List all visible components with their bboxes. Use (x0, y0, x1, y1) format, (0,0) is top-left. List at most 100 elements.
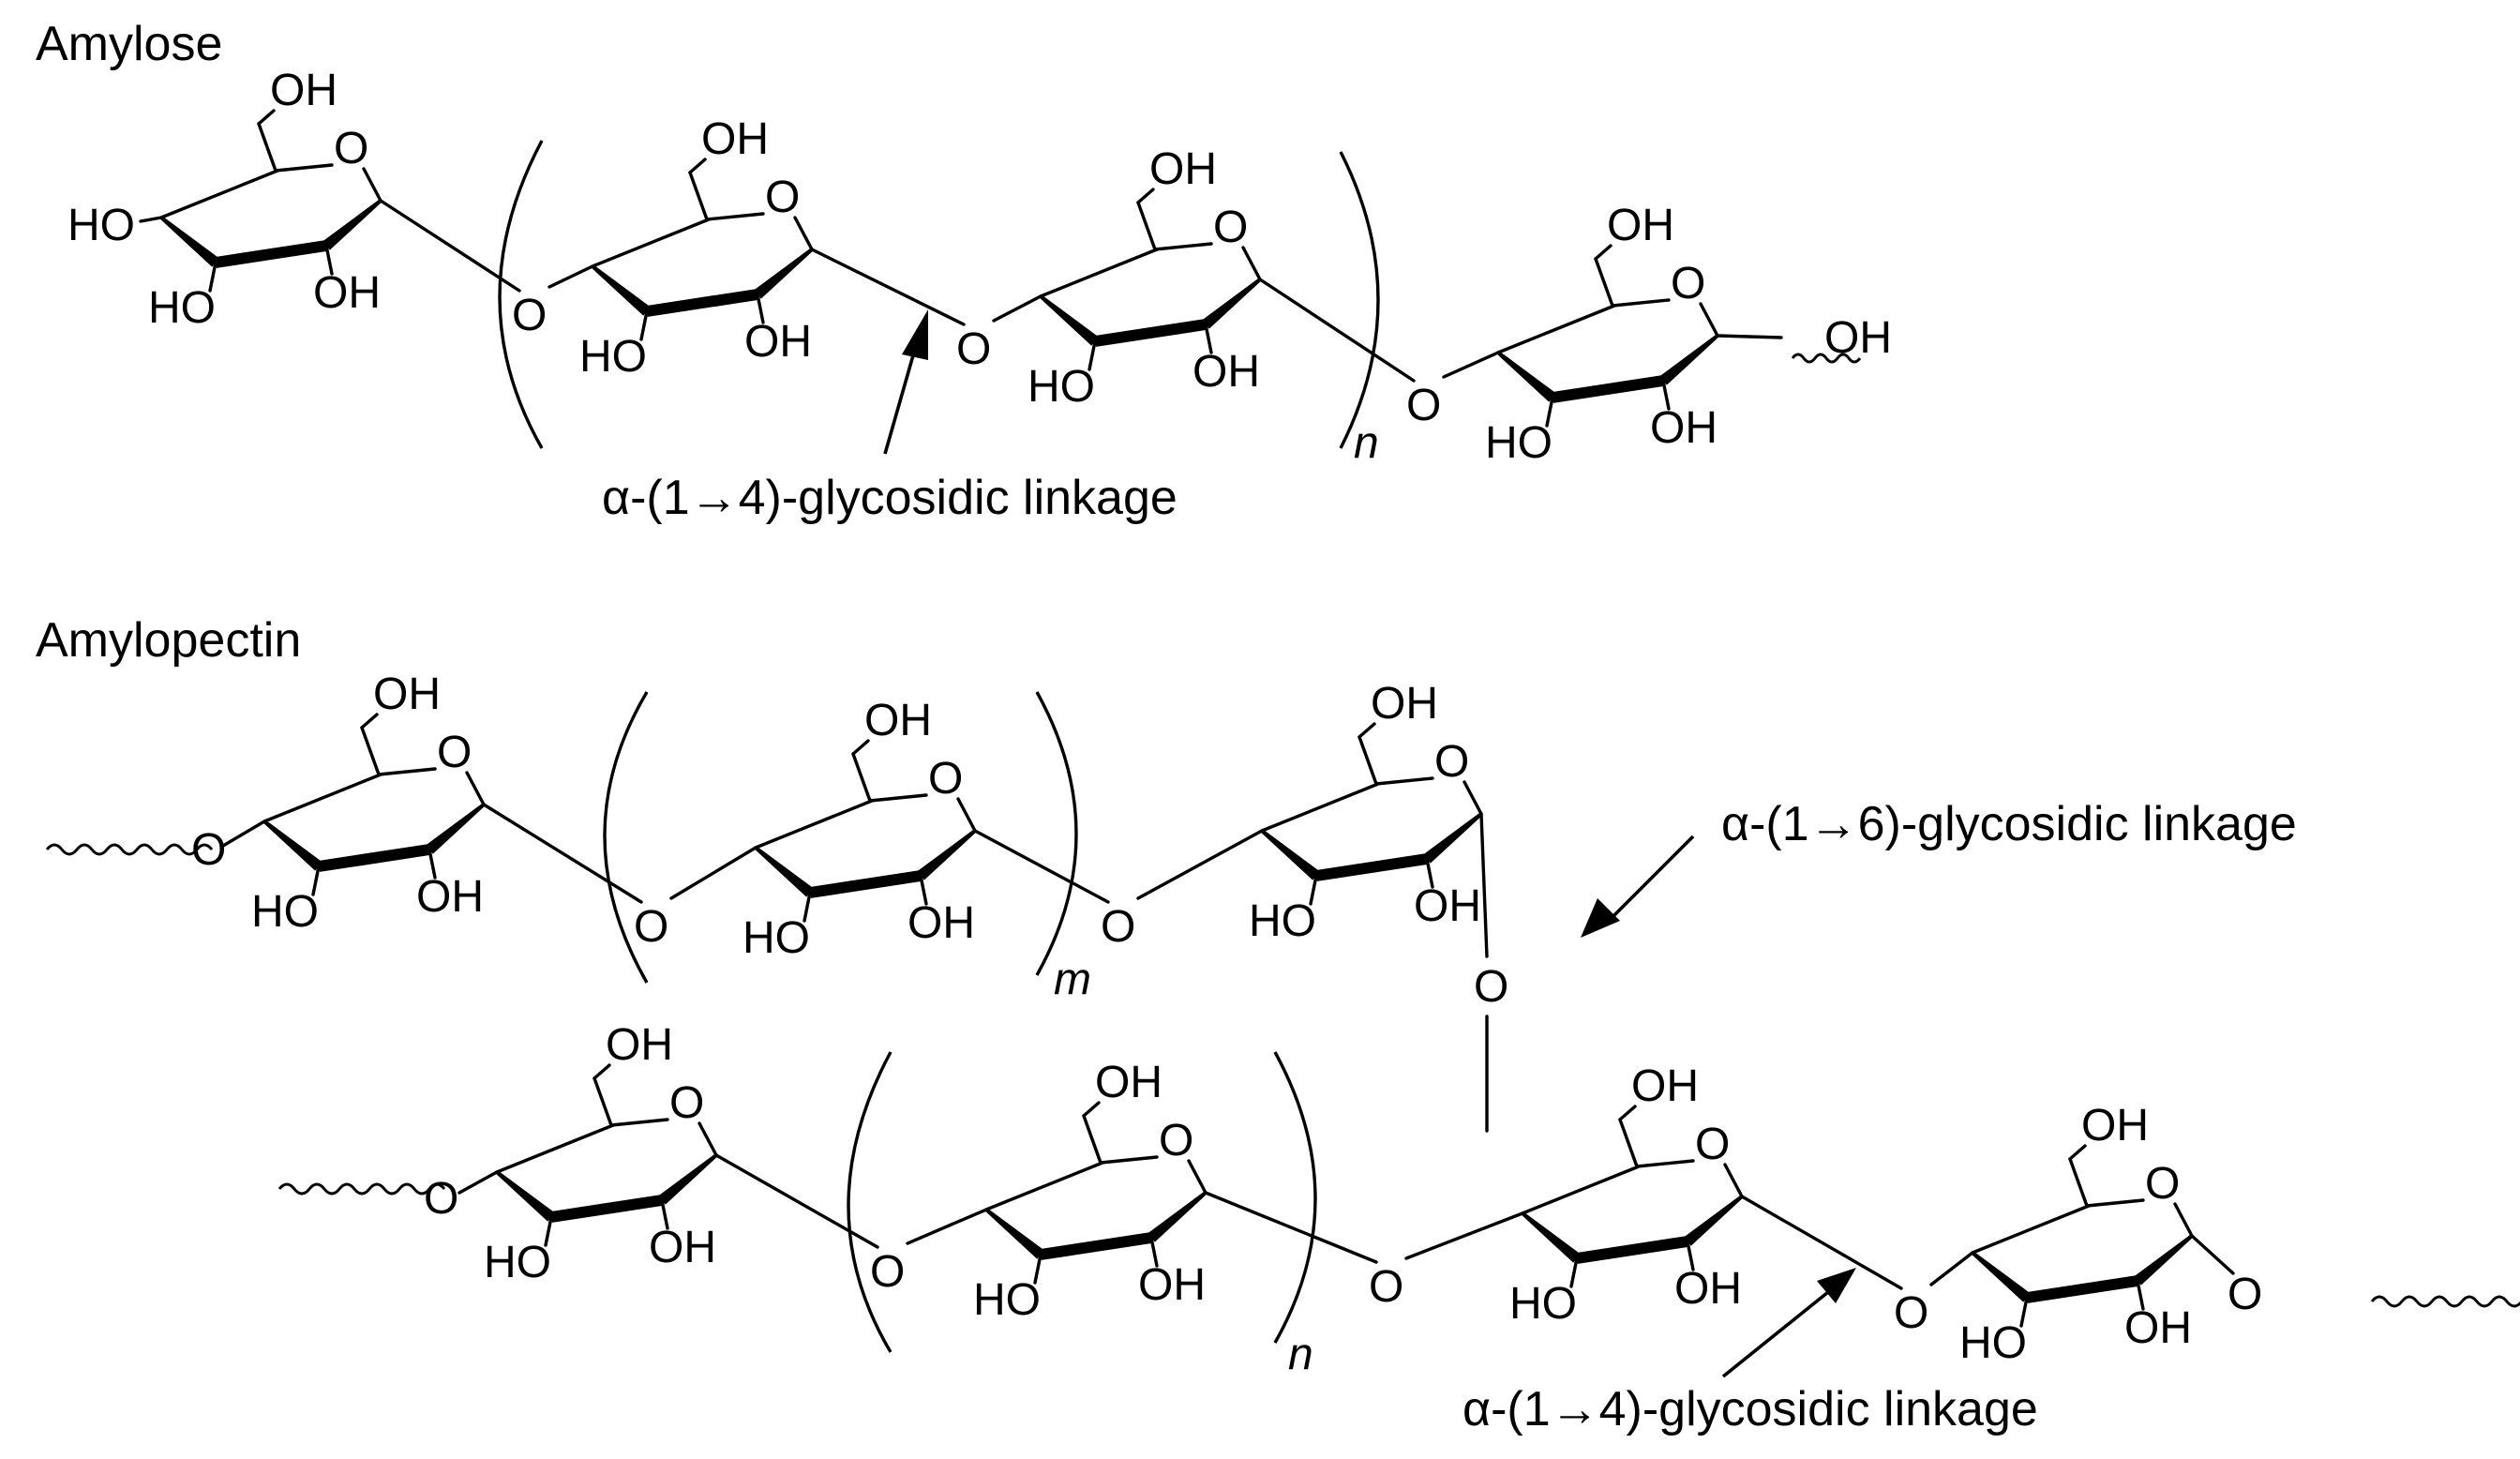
amylopectin-ring-1-ho3: HO (251, 887, 319, 937)
amylopectin-chain-linkage-caption: α-(1→4)-glycosidic linkage (1462, 1382, 2038, 1436)
amylopectin-link-1-bond-b (669, 846, 758, 900)
amylose-link-3-o: O (1406, 381, 1441, 430)
amylopectin-ring-3-wedge-c2-c1 (1423, 812, 1483, 864)
wavy-bond-right-bottom (2370, 1295, 2520, 1308)
amylopectin-ring-2-bond-o5-c1 (956, 797, 977, 833)
amylose-repeat-n: n (1354, 418, 1379, 468)
amylopectin-ring-1-bond-c5-c6 (360, 726, 381, 776)
chain-continuations (45, 353, 2520, 1308)
amylose-ring-2-wedge-c2-c1 (754, 248, 814, 299)
amylopectin-m-right-paren (1035, 691, 1078, 976)
amylopectin-ring-6-bond-o5-c1 (1723, 1163, 1744, 1198)
amylopectin-ring-4-oh6: OH (606, 1020, 673, 1070)
amylopectin-ring-3-bond-c5-o5 (1374, 776, 1434, 786)
amylopectin-ring-6-bond-c3-ho (1569, 1256, 1579, 1288)
amylopectin-ring-4-oh2: OH (649, 1223, 716, 1272)
amylopectin-ring-2-ring-o: O (928, 754, 963, 804)
amylose-ring-1-oh6: OH (270, 66, 338, 115)
amylose-ring-4-oh1: OH (1824, 313, 1892, 363)
amylopectin-ring-6-wedge-c2-c1 (1684, 1195, 1744, 1246)
amylose-ring-4-bond-c3-ho (1545, 396, 1554, 428)
amylopectin-ring-3-wedge-c4-c3 (1260, 829, 1320, 880)
amylose-link-1-o: O (512, 291, 547, 340)
amylose-ring-1-bond-c5-c6 (257, 122, 278, 173)
amylopectin-title: Amylopectin (36, 613, 301, 668)
amylose-ring-4-wedge-c3-c2 (1552, 375, 1664, 403)
amylopectin-ring-7-bond-c4-c5 (1971, 1204, 2091, 1255)
amylopectin-ring-1-o4: O (191, 825, 226, 875)
amylopectin-ring-7-bond-c5-o5 (2085, 1198, 2145, 1208)
amylopectin-m-left-paren (603, 691, 649, 984)
amylopectin-repeat-m: m (1054, 955, 1091, 1004)
amylopectin-ring-4-bond-c5-c6 (592, 1076, 613, 1127)
amylose-ring-2-wedge-c4-c3 (591, 264, 651, 316)
amylopectin-ring-4-bond-c3-ho (544, 1215, 553, 1247)
amylose-ring-2-oh2: OH (744, 317, 812, 367)
amylose-ring-3-oh2: OH (1192, 347, 1260, 397)
amylopectin-ring-4-o4: O (424, 1174, 458, 1224)
amylose-ring-3-bond-c5-o5 (1153, 242, 1213, 251)
amylose-ring-2-bond-c6-oh (688, 158, 707, 174)
amylopectin-ring-4-wedge-c2-c1 (658, 1153, 718, 1205)
amylopectin-ring-6-ring-o: O (1695, 1120, 1730, 1169)
amylopectin-ring-5-bond-c4-c5 (984, 1161, 1104, 1211)
amylopectin-ring-6-bond-c2-oh (1686, 1240, 1695, 1271)
amylopectin-ring-2-wedge-c4-c3 (754, 846, 814, 897)
amylose-ring-4-wedge-c2-c1 (1659, 334, 1719, 385)
amylopectin-ring-3-bond-c5-c6 (1358, 735, 1378, 786)
amylose-ring-1-bond-c2-oh (324, 244, 334, 276)
amylose-right-paren (1339, 151, 1380, 449)
amylose-ring-2-ring-o: O (765, 173, 800, 222)
amylopectin-ring-7-oh2: OH (2124, 1303, 2192, 1353)
amylose-ring-3-oh6: OH (1149, 144, 1217, 194)
amylopectin-ring-4-bond-c2-oh (660, 1198, 669, 1230)
amylose-ring-3-bond-o5-c1 (1241, 246, 1262, 281)
amylose-ring-2-bond-c4-c5 (591, 218, 711, 268)
amylopectin-ring-6-ho3: HO (1509, 1279, 1577, 1329)
amylopectin-ring-7-bond-c3-ho (2019, 1296, 2029, 1328)
amylose-ring-4-anomeric (1716, 334, 1783, 339)
amylopectin-ring-7-wedge-c4-c3 (1971, 1251, 2031, 1302)
amylopectin-link-5-bond-b (1929, 1251, 1974, 1286)
amylopectin-link-2-bond-a (973, 829, 1110, 904)
amylopectin-link-3-bond-a (714, 1153, 879, 1249)
amylopectin-link-2-o: O (1101, 902, 1135, 952)
amylopectin-ring-5-bond-c3-ho (1033, 1253, 1042, 1285)
amylopectin-ring-1-ring-o: O (437, 728, 472, 777)
amylose-ring-4-bond-c5-o5 (1611, 298, 1671, 308)
glucose-rings (139, 109, 2235, 1328)
amylopectin-ring-5-bond-c6-oh (1082, 1101, 1101, 1118)
amylopectin-link-4-bond-a (1204, 1191, 1378, 1264)
amylose-link-3-bond-a (1258, 278, 1416, 383)
amylopectin-ring-5-bond-c5-o5 (1099, 1155, 1159, 1165)
amylopectin-ring-7-bond-c5-c6 (2068, 1157, 2089, 1208)
amylose-ring-3-bond-c5-c6 (1136, 201, 1157, 251)
amylopectin-ring-1-bond-c6-oh (360, 713, 379, 730)
amylopectin-ring-3-bond-c2-oh (1425, 857, 1434, 889)
amylopectin-ring-5-oh6: OH (1095, 1058, 1162, 1107)
branch-arrow-shaft (1609, 835, 1695, 921)
amylose-ring-3-wedge-c4-c3 (1039, 294, 1099, 346)
amylopectin-ring-3-ring-o: O (1434, 737, 1469, 787)
amylopectin-ring-1-oh6: OH (373, 669, 441, 719)
amylopectin-ring-2-wedge-c2-c1 (917, 829, 977, 880)
amylopectin-branch-o: O (1474, 962, 1508, 1012)
amylopectin-ring-5-wedge-c3-c2 (1040, 1232, 1152, 1260)
amylopectin-ring-4-bond-c4-c5 (495, 1123, 615, 1174)
amylopectin-ring-7-ring-o: O (2145, 1159, 2180, 1209)
amylose-ring-1-wedge-c4-c3 (159, 216, 219, 267)
amylopectin-branch-linkage-caption: α-(1→6)-glycosidic linkage (1721, 797, 2297, 851)
amylopectin-ring-2-bond-c5-c6 (851, 752, 872, 803)
amylopectin-ring-2-bond-c2-oh (919, 874, 928, 906)
amylose-ring-4-oh6: OH (1607, 201, 1674, 250)
amylose-ring-1-wedge-c3-c2 (215, 240, 327, 268)
amylopectin-ring-5-ring-o: O (1159, 1116, 1193, 1166)
amylose-arrow-head (902, 309, 928, 360)
amylose-title: Amylose (36, 17, 222, 71)
amylopectin-ring-5-bond-c2-oh (1149, 1236, 1159, 1268)
amylopectin-ring-5-bond-c5-c6 (1082, 1114, 1102, 1165)
amylopectin-ring-4-ring-o: O (669, 1078, 704, 1128)
amylopectin-link-4-bond-b (1404, 1211, 1524, 1260)
amylopectin-ring-5-oh2: OH (1138, 1260, 1206, 1310)
amylopectin-ring-1-bond-c3-ho (311, 865, 321, 896)
